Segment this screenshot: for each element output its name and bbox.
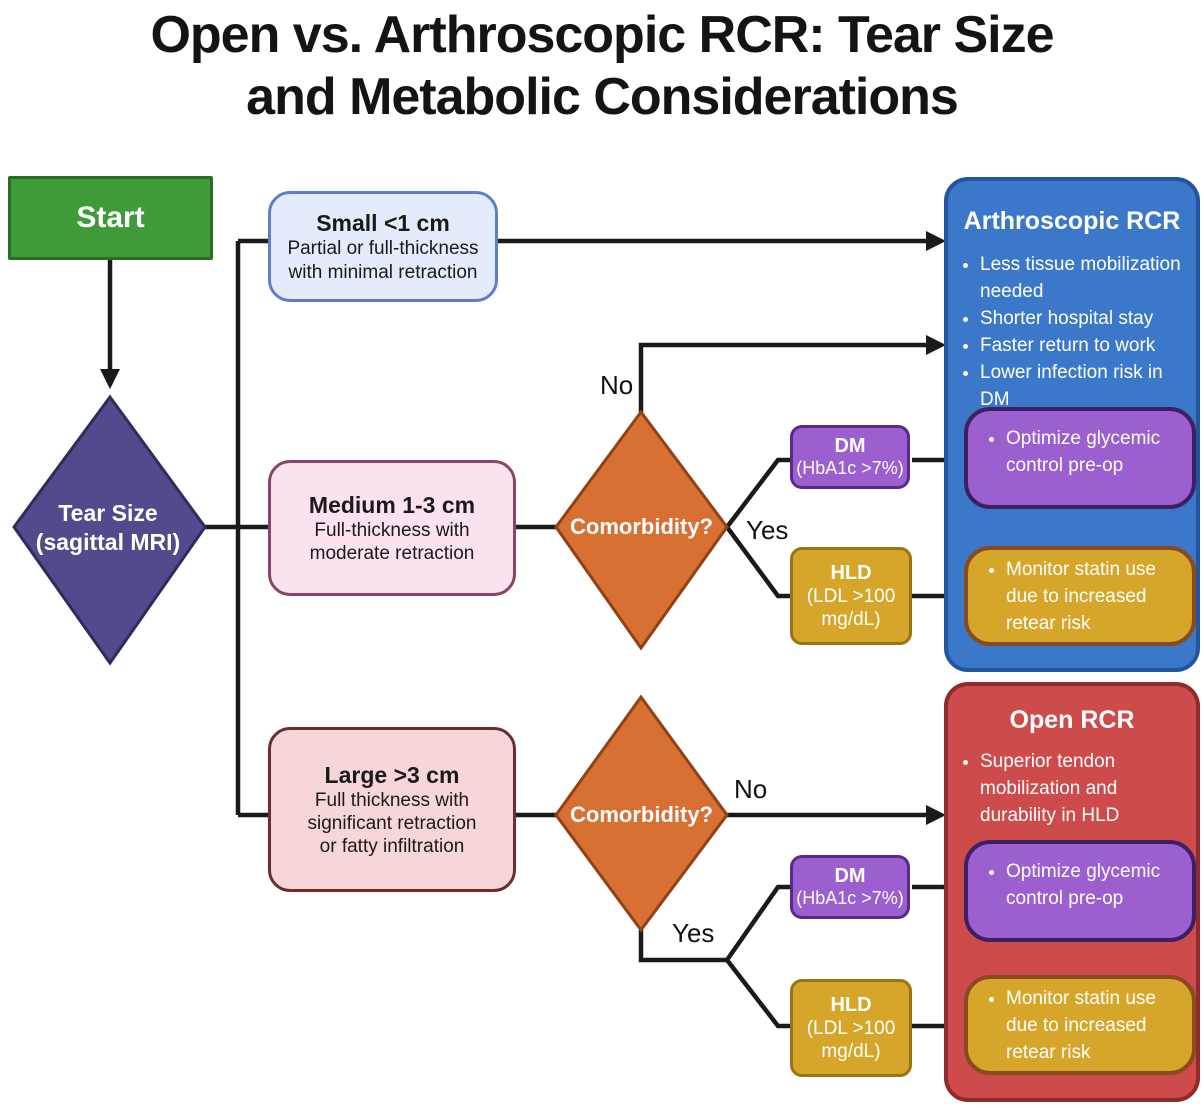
arthroscopic-benefit-item: Faster return to work: [980, 332, 1190, 359]
hld-heading: HLD: [830, 993, 872, 1016]
medium-tear-line-1: Full-thickness with: [314, 519, 470, 541]
statin-action: Monitor statin use due to increased rete…: [1006, 556, 1186, 637]
arthroscopic-benefits-list: Less tissue mobilization needed Shorter …: [958, 251, 1190, 413]
line-yes-branch-large: [725, 884, 790, 962]
medium-tear-box: Medium 1-3 cm Full-thickness with modera…: [268, 460, 516, 596]
line-yes-branch-large-hld: [725, 958, 790, 1029]
yes-label-large: Yes: [672, 918, 715, 948]
diamond-shapes: [12, 394, 729, 933]
small-tear-line-1: Partial or full-thickness: [287, 238, 479, 260]
line-yes-stem-large: [638, 930, 727, 963]
dm-box-large: DM (HbA1c >7%): [790, 855, 910, 919]
arthroscopic-benefit-item: Less tissue mobilization needed: [980, 251, 1190, 305]
small-tear-box: Small <1 cm Partial or full-thickness wi…: [268, 191, 498, 302]
line-yes-branch-medium-hld: [725, 525, 790, 599]
tear-size-label: Tear Size (sagittal MRI): [28, 488, 188, 568]
arthroscopic-glycemic-box: Optimize glycemic control pre-op: [964, 407, 1196, 509]
no-label-medium: No: [600, 370, 634, 400]
comorbidity-diamond-medium: [554, 409, 729, 651]
arthroscopic-rcr-title: Arthroscopic RCR: [963, 207, 1181, 235]
hld-criteria-line-2: mg/dL): [821, 609, 881, 631]
glycemic-action: Optimize glycemic control pre-op: [1006, 858, 1186, 912]
dm-criteria: (HbA1c >7%): [796, 888, 904, 909]
arthroscopic-benefit-item: Lower infection risk in DM: [980, 359, 1190, 413]
arthroscopic-benefit-item: Shorter hospital stay: [980, 305, 1190, 332]
glycemic-action: Optimize glycemic control pre-op: [1006, 425, 1186, 479]
dm-criteria: (HbA1c >7%): [796, 458, 904, 479]
line-yes-branch-medium: [725, 457, 790, 529]
open-statin-box: Monitor statin use due to increased rete…: [964, 975, 1196, 1075]
comorbidity-large-label: Comorbidity?: [570, 802, 713, 828]
small-tear-heading: Small <1 cm: [316, 210, 450, 237]
hld-box-medium: HLD (LDL >100 mg/dL): [790, 547, 912, 645]
comorbidity-medium-label: Comorbidity?: [570, 514, 713, 540]
open-benefit-item: Superior tendon mobilization and durabil…: [980, 748, 1190, 829]
yes-label-medium: Yes: [746, 515, 789, 545]
hld-criteria-line-1: (LDL >100: [806, 586, 896, 608]
dm-heading: DM: [834, 864, 866, 887]
medium-tear-line-2: moderate retraction: [309, 543, 475, 565]
tear-size-line-1: Tear Size: [58, 500, 158, 527]
arthroscopic-statin-box: Monitor statin use due to increased rete…: [964, 546, 1196, 646]
no-label-large: No: [734, 774, 768, 804]
large-tear-line-3: or fatty infiltration: [319, 836, 465, 858]
start-label: Start: [76, 200, 145, 234]
tear-size-diamond: [12, 394, 207, 666]
small-tear-line-2: with minimal retraction: [288, 261, 478, 283]
medium-tear-heading: Medium 1-3 cm: [308, 491, 476, 518]
large-tear-line-1: Full thickness with: [314, 789, 470, 811]
open-glycemic-box: Optimize glycemic control pre-op: [964, 840, 1196, 942]
start-node: Start: [8, 176, 213, 260]
large-tear-line-2: significant retraction: [307, 812, 477, 834]
hld-criteria-line-1: (LDL >100: [806, 1018, 896, 1040]
open-rcr-title: Open RCR: [1009, 706, 1135, 734]
diagram-title: Open vs. Arthroscopic RCR: Tear Size and…: [0, 4, 1204, 128]
hld-box-large: HLD (LDL >100 mg/dL): [790, 979, 912, 1077]
large-tear-heading: Large >3 cm: [324, 761, 460, 788]
arrow-no-to-arthroscopic: [638, 334, 947, 412]
title-line-1: Open vs. Arthroscopic RCR: Tear Size: [150, 6, 1054, 64]
open-benefits-list: Superior tendon mobilization and durabil…: [958, 748, 1190, 829]
statin-action: Monitor statin use due to increased rete…: [1006, 985, 1186, 1066]
hld-criteria-line-2: mg/dL): [821, 1041, 881, 1063]
tear-size-line-2: (sagittal MRI): [35, 529, 181, 555]
dm-heading: DM: [834, 434, 866, 457]
comorbidity-diamond-large: [554, 694, 729, 933]
dm-box-medium: DM (HbA1c >7%): [790, 425, 910, 489]
large-tear-box: Large >3 cm Full thickness with signific…: [268, 727, 516, 892]
title-line-2: and Metabolic Considerations: [246, 68, 959, 126]
hld-heading: HLD: [830, 561, 872, 584]
